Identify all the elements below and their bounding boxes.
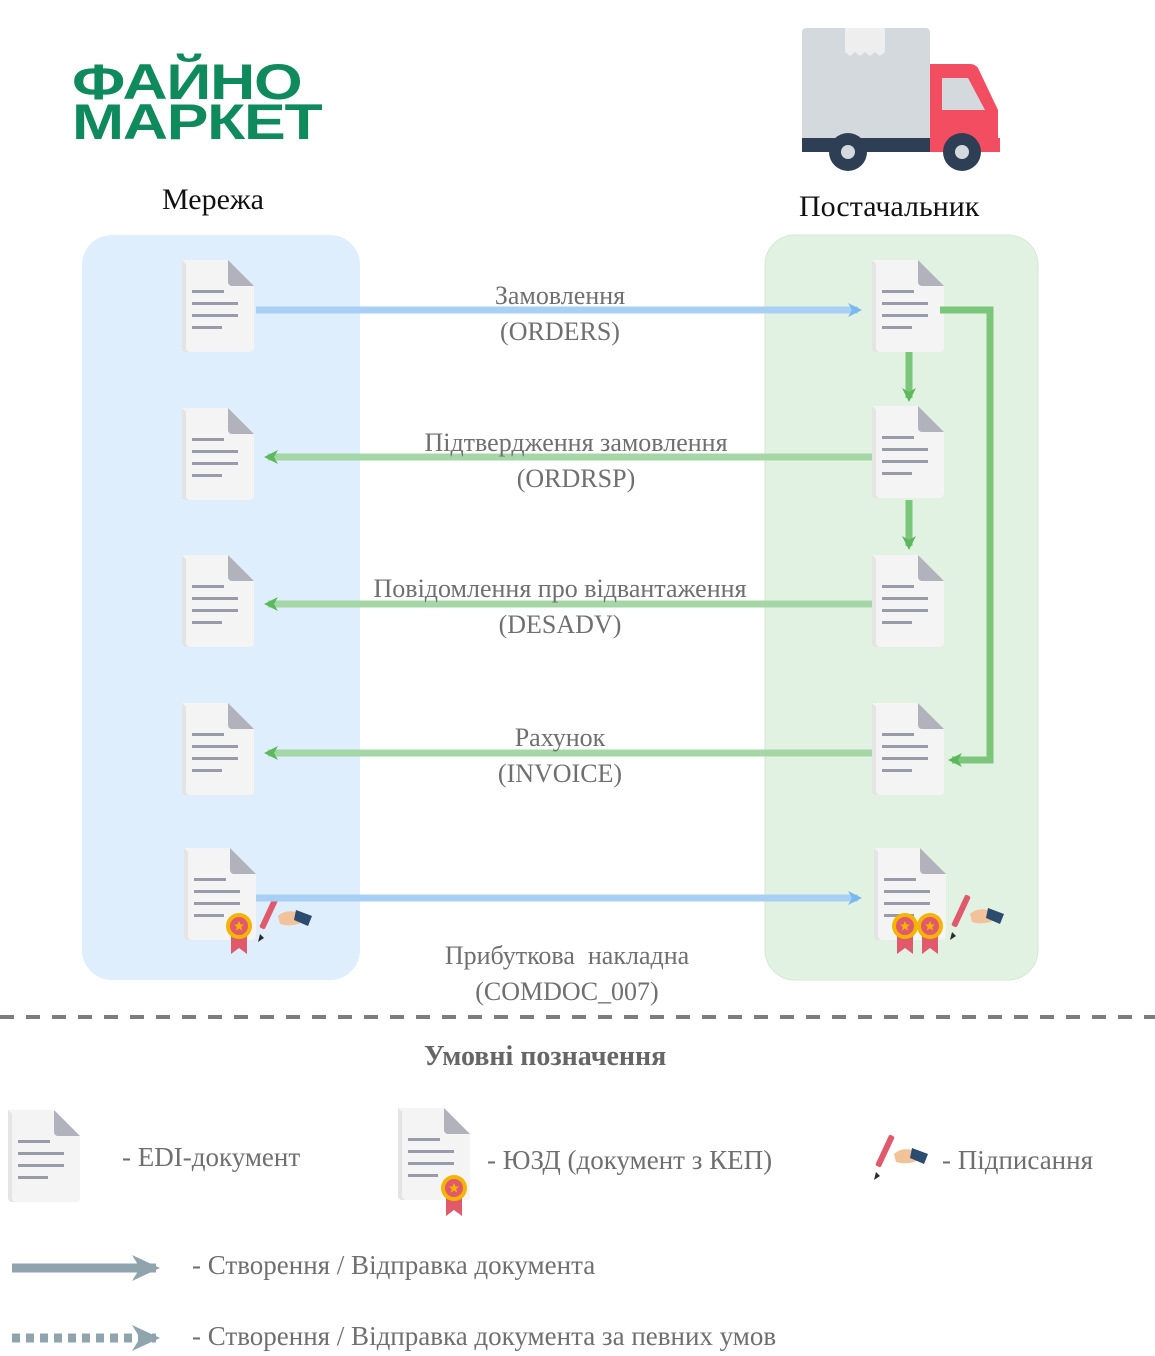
legend-yuzd-label: - ЮЗД (документ з КЕП)	[487, 1145, 773, 1175]
fayno-market-logo: ФАЙНО МАРКЕТ	[72, 54, 323, 150]
legend-solid-arrow-label: - Створення / Відправка документа	[192, 1250, 596, 1280]
supplier-label: Постачальник	[799, 190, 980, 223]
legend-seal-icon	[441, 1175, 467, 1216]
logo-line-1: ФАЙНО	[72, 54, 303, 110]
legend-dashed-arrow-label: - Створення / Відправка документа за пев…	[192, 1321, 777, 1351]
legend-signing-label: - Підписання	[942, 1145, 1093, 1175]
network-label: Мережа	[162, 183, 264, 216]
message-ordrsp-label: Підтвердження замовлення(ORDRSP)	[424, 428, 728, 493]
legend-edi-doc-icon	[8, 1110, 80, 1202]
logo-line-2: МАРКЕТ	[72, 94, 323, 150]
legend-signing-icon	[874, 1134, 928, 1180]
legend-title: Умовні позначення	[424, 1041, 667, 1072]
truck-icon	[802, 28, 1000, 171]
legend-edi-label: - EDI-документ	[122, 1142, 301, 1172]
message-desadv-label: Повідомлення про відвантаження(DESADV)	[373, 574, 747, 639]
message-comdoc-label: Прибуткова накладна(COMDOC_007)	[444, 941, 690, 1006]
message-orders-label: Замовлення(ORDERS)	[494, 281, 626, 346]
message-invoice-label: Рахунок(INVOICE)	[497, 723, 623, 788]
flow-orders-to-invoice	[940, 306, 994, 767]
